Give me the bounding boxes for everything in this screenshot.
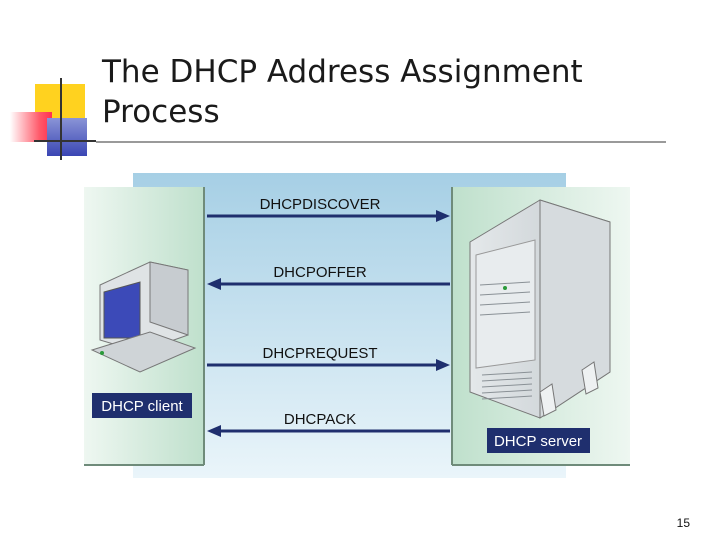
slide-title: The DHCP Address Assignment Process bbox=[102, 52, 662, 132]
arrow-head-4 bbox=[207, 425, 221, 437]
arrow-head-1 bbox=[436, 210, 450, 222]
message-label-dhcpoffer: DHCPOFFER bbox=[273, 264, 367, 281]
client-computer-icon bbox=[90, 261, 197, 373]
arrow-head-2 bbox=[207, 278, 221, 290]
server-label: DHCP server bbox=[494, 433, 582, 450]
decor-vertical-line bbox=[60, 78, 62, 160]
arrow-head-3 bbox=[436, 359, 450, 371]
title-divider bbox=[96, 141, 666, 143]
slide-title-line-1: The DHCP Address Assignment bbox=[102, 54, 583, 90]
server-label-box bbox=[487, 428, 590, 453]
decor-red-square bbox=[10, 112, 52, 142]
client-label-box bbox=[92, 393, 192, 418]
decor-blue-square bbox=[47, 118, 87, 156]
slide-title-line-2: Process bbox=[102, 94, 220, 130]
message-arrows bbox=[207, 210, 450, 437]
server-tower-icon bbox=[469, 199, 611, 419]
message-label-dhcpdiscover: DHCPDISCOVER bbox=[260, 196, 381, 213]
page-number: 15 bbox=[676, 516, 690, 530]
decor-horizontal-line bbox=[34, 140, 96, 142]
message-label-dhcpack: DHCPACK bbox=[284, 411, 356, 428]
client-label: DHCP client bbox=[101, 398, 183, 415]
message-label-dhcprequest: DHCPREQUEST bbox=[262, 345, 377, 362]
